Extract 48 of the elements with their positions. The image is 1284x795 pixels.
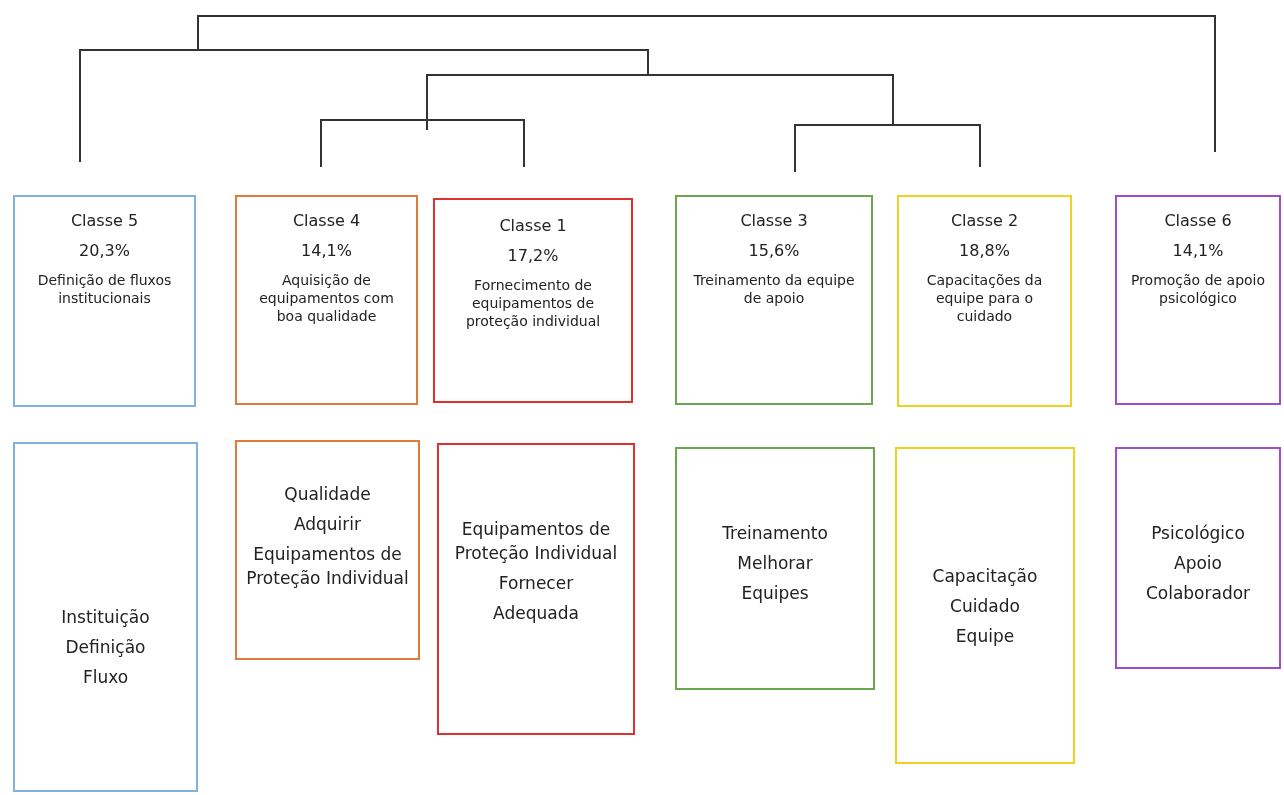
keyword-text: Colaborador [1145, 582, 1251, 605]
keyword-text: Equipamentos de Proteção Individual [453, 518, 619, 565]
keyword-box [235, 440, 420, 660]
class-description: Treinamento da equipe de apoio [692, 271, 856, 307]
keyword-box [675, 447, 875, 690]
keyword-text: Capacitação [932, 564, 1038, 588]
percentage: 18,8% [959, 241, 1010, 261]
keyword-text: Equipamentos de Proteção Individual [245, 543, 410, 590]
keyword-text: Cuidado [950, 594, 1020, 618]
keyword-text: Adquirir [293, 513, 362, 536]
class-title: Classe 1 [499, 216, 567, 236]
class-description: Fornecimento de equipamentos de proteção individual [464, 276, 602, 330]
keyword-text: Treinamento [722, 522, 828, 545]
class-box [897, 195, 1072, 407]
keyword-text: Adequada [493, 602, 579, 625]
keyword-text: Equipes [741, 582, 809, 605]
class-box [235, 195, 418, 405]
keyword-box [895, 447, 1075, 764]
keyword-text: Equipe [955, 624, 1015, 648]
percentage: 14,1% [301, 241, 352, 261]
keyword-text: Qualidade [284, 483, 371, 506]
keyword-box [13, 442, 198, 792]
class-box [433, 198, 633, 403]
percentage: 17,2% [507, 246, 559, 266]
keyword-text: Apoio [1174, 552, 1222, 575]
keyword-text: Instituição [61, 606, 150, 629]
class-title: Classe 5 [70, 211, 139, 231]
class-description: Aquisição de equipamentos com boa qualidade [258, 271, 395, 325]
percentage: 20,3% [79, 241, 130, 261]
percentage: 14,1% [1172, 241, 1224, 261]
class-box [1115, 195, 1281, 405]
class-description: Definição de fluxos institucionais [36, 271, 173, 307]
class-title: Classe 6 [1164, 211, 1232, 231]
keyword-box [437, 443, 635, 735]
class-description: Capacitações da equipe para o cuidado [925, 271, 1044, 325]
keyword-text: Psicológico [1151, 522, 1245, 545]
class-title: Classe 2 [950, 211, 1019, 231]
class-box [13, 195, 196, 407]
class-description: Promoção de apoio psicológico [1129, 271, 1267, 307]
keyword-text: Fornecer [498, 572, 574, 595]
class-title: Classe 4 [292, 211, 361, 231]
class-box [675, 195, 873, 405]
keyword-text: Fluxo [82, 666, 129, 689]
keyword-box [1115, 447, 1281, 669]
keyword-text: Melhorar [737, 552, 813, 575]
keyword-text: Definição [65, 636, 146, 659]
class-title: Classe 3 [740, 211, 808, 231]
percentage: 15,6% [748, 241, 800, 261]
